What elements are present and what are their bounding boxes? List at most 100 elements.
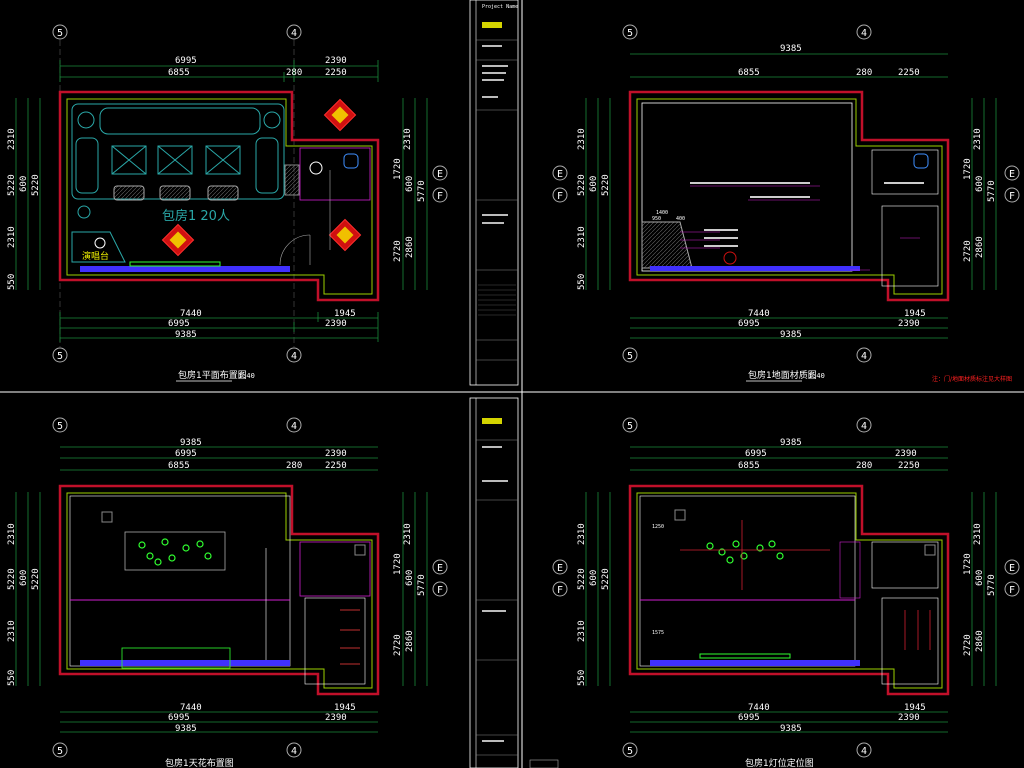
dim-text: 2310 (577, 620, 587, 642)
sheet-ceiling-plan: 5 4 5 4 9385 6995 2390 6855 280 2250 744… (7, 417, 448, 768)
bottom-strip (529, 759, 559, 768)
grid-bubble-icon: 5 (622, 24, 638, 40)
grid-bubble-icon: 4 (286, 347, 302, 363)
axis-e-bubble-icon: E (552, 559, 568, 575)
dim-text: 2720 (393, 634, 403, 656)
grid-label: 4 (861, 351, 867, 362)
dim-text: 6855 (738, 68, 760, 78)
grid-label: 4 (291, 28, 297, 39)
dim-text: 2860 (405, 630, 415, 652)
dimension-right (402, 98, 428, 290)
sheet-scale: 1:40 (238, 372, 255, 380)
dim-text: 600 (405, 570, 415, 586)
dim-text: 2310 (973, 523, 983, 545)
dim-text: 5220 (31, 568, 41, 590)
dim-text: 280 (856, 68, 872, 78)
room-walls (628, 484, 950, 696)
sheet-floor-material: 5 4 5 4 9385 6855 280 2250 7440 1945 699… (552, 24, 1020, 383)
axis-label: F (1009, 191, 1015, 202)
dim-text: 950 (652, 216, 661, 222)
grid-label: 4 (861, 746, 867, 757)
dim-text: 5770 (987, 574, 997, 596)
dim-text: 2310 (7, 620, 17, 642)
dim-text: 6855 (168, 68, 190, 78)
room-number-diamond-icon (328, 218, 362, 252)
dim-text: 9385 (175, 330, 197, 340)
dim-text: 5220 (7, 174, 17, 196)
dim-text: 550 (577, 274, 587, 290)
dim-text: 1720 (393, 158, 403, 180)
grid-label: 5 (627, 351, 633, 362)
dim-text: 6995 (168, 713, 190, 723)
grid-bubble-icon: 4 (856, 347, 872, 363)
grid-label: 5 (57, 28, 63, 39)
grid-bubble-icon: 4 (856, 24, 872, 40)
grid-bubble-icon: 4 (286, 742, 302, 758)
axis-label: E (1009, 169, 1015, 180)
dim-text: 6995 (175, 56, 197, 66)
sheet-lighting-plan: 5 4 5 4 9385 6995 2390 6855 280 2250 744… (552, 417, 1020, 768)
dim-text: 600 (975, 570, 985, 586)
dim-text: 2390 (325, 56, 347, 66)
axis-label: E (437, 563, 443, 574)
dim-text: 2310 (577, 226, 587, 248)
dim-text: 2860 (975, 236, 985, 258)
ceiling-feature (124, 531, 226, 571)
axis-label: E (557, 169, 563, 180)
sheet-floor-plan: 5 4 5 4 6995 2390 6855 280 2250 2310 (7, 24, 448, 382)
dim-text: 2310 (403, 128, 413, 150)
dim-text: 6855 (738, 461, 760, 471)
axis-label: F (557, 585, 563, 596)
room-walls (58, 484, 380, 696)
downlight-icon (706, 540, 784, 564)
dim-text: 2390 (898, 319, 920, 329)
grid-bubble-icon: 5 (622, 742, 638, 758)
dim-text: 2310 (577, 128, 587, 150)
grid-bubble-icon: 5 (622, 347, 638, 363)
axis-e-bubble-icon: E (432, 559, 448, 575)
dimension-left (15, 98, 41, 290)
sheet-title: 包房1平面布置图 (178, 369, 247, 381)
toilet-icon (309, 161, 323, 175)
grid-label: 5 (57, 746, 63, 757)
dim-text: 2860 (405, 236, 415, 258)
project-name: Project Name (482, 4, 518, 10)
title-block-top: Project Name (469, 0, 519, 386)
dim-text: 6995 (175, 449, 197, 459)
axis-e-bubble-icon: E (1004, 165, 1020, 181)
dim-text: 2860 (975, 630, 985, 652)
dim-text: 2720 (963, 634, 973, 656)
dim-text: 7440 (748, 703, 770, 713)
dim-text: 9385 (780, 330, 802, 340)
grid-bubble-icon: 4 (286, 417, 302, 433)
dim-text: 7440 (748, 309, 770, 319)
dim-text: 2720 (963, 240, 973, 262)
grid-label: 4 (861, 421, 867, 432)
dim-text: 9385 (780, 724, 802, 734)
title-block-bottom (469, 397, 519, 768)
dim-text: 280 (286, 461, 302, 471)
dim-text: 5770 (417, 574, 427, 596)
dim-text: 1250 (652, 524, 664, 530)
dim-text: 550 (7, 274, 17, 290)
dim-text: 2310 (403, 523, 413, 545)
grid-label: 4 (861, 28, 867, 39)
dim-text: 6995 (168, 319, 190, 329)
dim-text: 7440 (180, 309, 202, 319)
grid-label: 5 (627, 28, 633, 39)
dim-text: 5770 (987, 180, 997, 202)
dim-text: 5220 (31, 174, 41, 196)
dimension-bottom (59, 312, 379, 342)
room-walls (58, 90, 380, 302)
dim-text: 1945 (334, 703, 356, 713)
sofa-furniture (71, 103, 285, 219)
axis-label: F (1009, 585, 1015, 596)
dim-text: 5220 (601, 174, 611, 196)
dim-text: 280 (286, 68, 302, 78)
grid-bubble-icon: 5 (52, 417, 68, 433)
sink-icon (343, 153, 359, 169)
dimension-top (59, 60, 379, 82)
dim-text: 6855 (168, 461, 190, 471)
dim-text: 2310 (973, 128, 983, 150)
